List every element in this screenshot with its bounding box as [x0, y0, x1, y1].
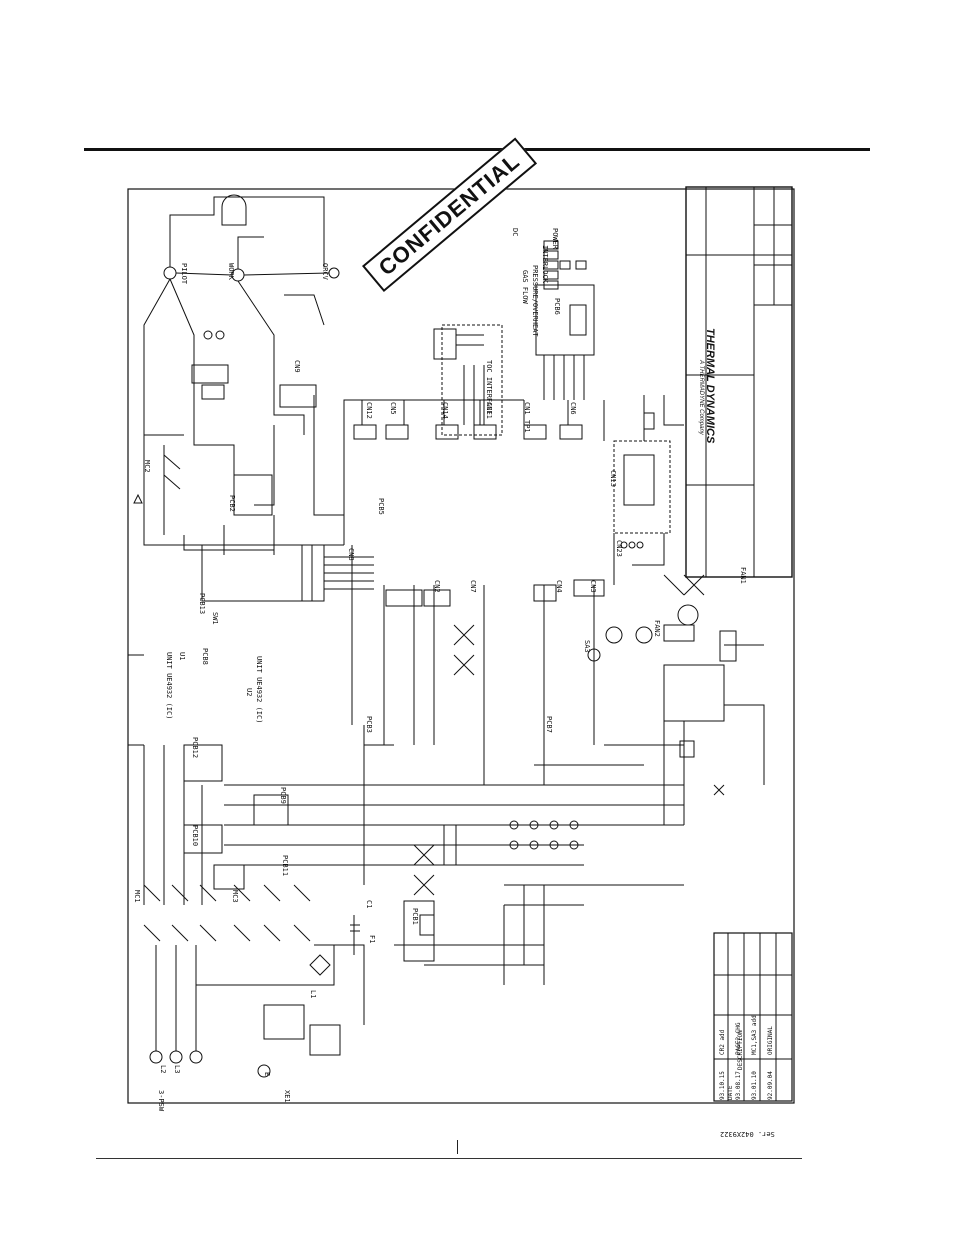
- pcb11-label: PCB11: [281, 855, 289, 877]
- u2-label: U2: [245, 688, 253, 697]
- u1-desc: UNIT UE4932 (IC): [165, 652, 173, 720]
- title-block: [685, 186, 793, 578]
- pcb7-lower-label: PCB7: [545, 716, 553, 733]
- bottom-rule: [96, 1158, 802, 1159]
- fan1-label: FAN1: [739, 567, 747, 584]
- ground-terminal: [257, 1064, 271, 1078]
- wiring-schematic: [127, 186, 795, 1104]
- document-number: Ser. 042X9322: [720, 1130, 775, 1138]
- pcb1-label: PCB1: [411, 908, 419, 925]
- pcb13-label: PCB13: [198, 593, 206, 615]
- f1-label: F1: [368, 935, 376, 944]
- pilot-terminal: [163, 266, 177, 280]
- rev-header-date: DATE: [727, 1085, 734, 1100]
- indicator-power-label: POWER: [551, 228, 559, 250]
- pcb3-label: PCB3: [365, 716, 373, 733]
- rev-row3-desc: MC1,SA3 add: [751, 1015, 758, 1055]
- pcb9-box: [253, 794, 289, 826]
- orcv-label: ORCV: [321, 263, 329, 280]
- l2-label: L2: [159, 1065, 167, 1074]
- pcb10-box: [183, 824, 223, 854]
- cn6-label: CN6: [569, 402, 577, 415]
- pcb5-label: PCB5: [377, 498, 385, 515]
- pcb6-box: [535, 284, 595, 356]
- u1-label: U1: [178, 652, 186, 661]
- drawing-border: [127, 188, 795, 1104]
- pilot-label: PILOT: [180, 263, 188, 285]
- rev-row2-date: 93.08.17: [735, 1071, 742, 1100]
- page-tick-mark: [457, 1140, 458, 1154]
- toc-interface-box: [441, 324, 503, 436]
- work-label: WORK: [227, 263, 235, 280]
- cn8-label: CN8: [347, 548, 355, 561]
- rev-row2-desc: PAGE2 CHG: [735, 1022, 742, 1055]
- company-tagline: A THERMADYNE Company: [698, 360, 704, 435]
- pcb8-label: PCB8: [201, 648, 209, 665]
- cn4-label: CN4: [555, 580, 563, 593]
- cn23-label: CN23: [615, 540, 623, 557]
- indicator-gas-label: GAS FLOW: [521, 270, 529, 304]
- orcv-terminal: [328, 267, 340, 279]
- cn13-label: CN13: [609, 470, 617, 487]
- indicator-dc-label: DC: [511, 228, 519, 237]
- rev-row4-date: 92.09.04: [767, 1071, 774, 1100]
- pcb2-label: PCB2: [228, 495, 236, 512]
- pcb10-label: PCB10: [191, 825, 199, 847]
- pcb6-label: PCB6: [553, 298, 561, 315]
- cn11-label: CN11: [485, 402, 493, 419]
- u2-desc: UNIT UE4932 (IC): [255, 656, 263, 724]
- fan2-motor: [635, 626, 653, 644]
- cn9-label: CN9: [293, 360, 301, 373]
- psw-label: 3-PSW: [157, 1090, 165, 1112]
- rev-row1-date: 93.10.15: [719, 1071, 726, 1100]
- pcb9-label: PCB9: [279, 787, 287, 804]
- top-rule: [84, 148, 870, 151]
- rev-row3-date: 93.01.10: [751, 1071, 758, 1100]
- mc1-label: MC1: [133, 890, 141, 903]
- xe1-label: XE1: [283, 1090, 291, 1103]
- cn14-label: CN14: [441, 402, 449, 419]
- l3-label: L3: [173, 1065, 181, 1074]
- fan2-label: FAN2: [653, 620, 661, 637]
- revision-block: [713, 932, 793, 1102]
- cn5-label: CN5: [389, 402, 397, 415]
- c1-label: C1: [365, 900, 373, 909]
- cn12-label: CN12: [365, 402, 373, 419]
- sa3-label: SA3: [583, 640, 591, 653]
- indicator-pressure-label: PRESSURE/OVERHEAT: [531, 265, 539, 337]
- company-logo: THERMAL DYNAMICS: [704, 328, 716, 444]
- cn3-label: CN3: [589, 580, 597, 593]
- mc2-label: MC2: [143, 460, 151, 473]
- indicator-interlock-label: INTERLOCK: [541, 245, 549, 283]
- cn2-label: CN2: [433, 580, 441, 593]
- pcb11-box: [213, 864, 245, 890]
- l1-label: L1: [309, 990, 317, 999]
- cn1-label: CN1: [523, 402, 531, 415]
- rev-row4-desc: ORIGINAL: [767, 1026, 774, 1055]
- ground-label: E: [263, 1072, 271, 1077]
- fan1-motor: [677, 604, 699, 626]
- rev-row1-desc: CR2 add: [719, 1029, 726, 1055]
- pcb12-box: [183, 744, 223, 782]
- input-l3-terminal: [189, 1050, 203, 1064]
- input-l2-terminal: [169, 1050, 183, 1064]
- tp1-label: TP1: [523, 420, 531, 433]
- pcb12-label: PCB12: [191, 737, 199, 759]
- sw1-label: SW1: [211, 612, 219, 625]
- mc3-label: MC3: [231, 890, 239, 903]
- cn7-label: CN7: [469, 580, 477, 593]
- input-l1-terminal: [149, 1050, 163, 1064]
- pcb7-box: [663, 664, 725, 722]
